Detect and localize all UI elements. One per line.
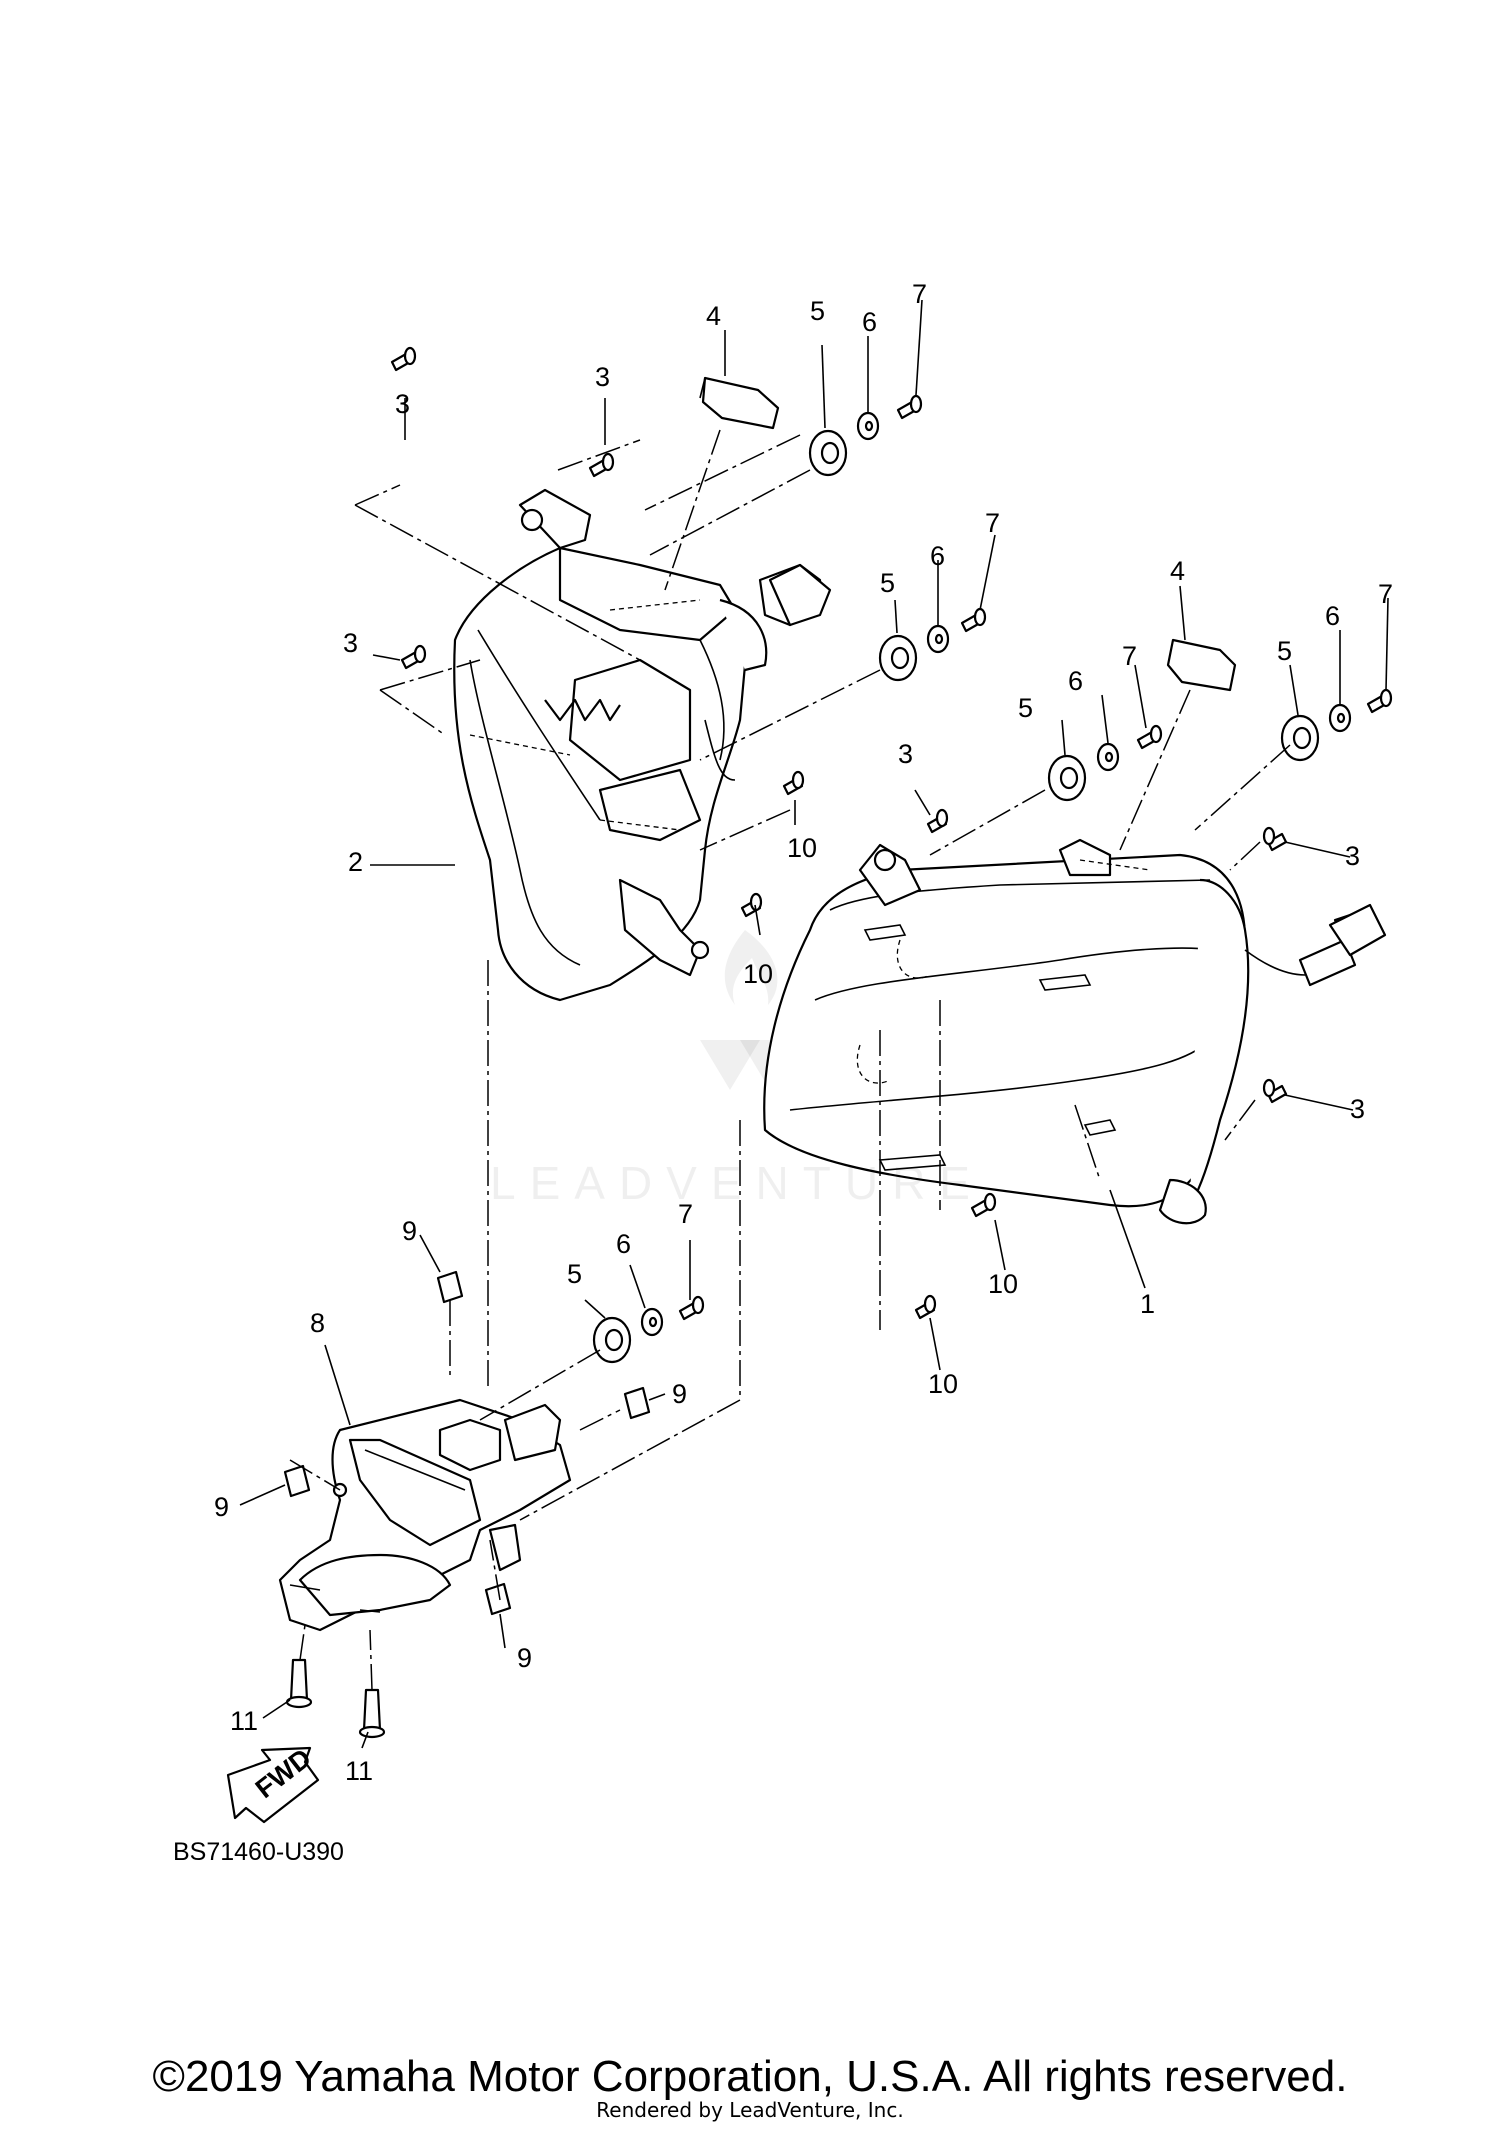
callout-9: 9 <box>214 1492 229 1522</box>
callout-6: 6 <box>616 1229 631 1259</box>
pad-upper <box>701 376 780 430</box>
assembly-lines <box>289 429 1291 1691</box>
callout-6: 6 <box>1068 666 1083 696</box>
left-connector <box>768 563 832 627</box>
callout-6: 6 <box>930 541 945 571</box>
callout-leaders <box>239 299 1389 1749</box>
callout-5: 5 <box>1018 693 1033 723</box>
callout-3: 3 <box>343 628 358 658</box>
callout-3: 3 <box>395 389 410 419</box>
grommets <box>592 429 1320 1364</box>
callout-3: 3 <box>1350 1094 1365 1124</box>
callout-5: 5 <box>810 296 825 326</box>
right-headlight-housing <box>763 838 1377 1225</box>
callout-5: 5 <box>567 1259 582 1289</box>
callout-11: 11 <box>345 1756 373 1786</box>
callout-10: 10 <box>988 1269 1018 1299</box>
callout-9: 9 <box>402 1216 417 1246</box>
callout-4: 4 <box>1170 556 1185 586</box>
callout-10: 10 <box>743 959 773 989</box>
callout-7: 7 <box>1122 641 1137 671</box>
callout-3: 3 <box>595 362 610 392</box>
callout-3: 3 <box>898 739 913 769</box>
diagram-code: BS71460-U390 <box>173 1838 344 1866</box>
callout-10: 10 <box>787 833 817 863</box>
copyright-notice: ©2019 Yamaha Motor Corporation, U.S.A. A… <box>152 2052 1348 2101</box>
callout-4: 4 <box>706 301 721 331</box>
screws <box>390 346 1393 1321</box>
callout-7: 7 <box>912 279 927 309</box>
callout-7: 7 <box>678 1199 693 1229</box>
watermark-text: LEADVENTURE <box>490 1157 984 1209</box>
right-connector <box>1328 903 1387 957</box>
callout-1: 1 <box>1140 1289 1155 1319</box>
callout-9: 9 <box>517 1643 532 1673</box>
left-headlight-housing <box>453 488 822 1002</box>
callout-10: 10 <box>928 1369 958 1399</box>
callout-6: 6 <box>1325 601 1340 631</box>
callout-3: 3 <box>1345 841 1360 871</box>
rendered-by-notice: Rendered by LeadVenture, Inc. <box>596 2098 904 2122</box>
fwd-arrow-icon: FWD <box>226 1743 320 1824</box>
callout-7: 7 <box>1378 579 1393 609</box>
pad-right <box>1166 638 1237 692</box>
callout-11: 11 <box>230 1706 258 1736</box>
callout-7: 7 <box>985 508 1000 538</box>
callouts: 1 2 3 3 3 3 3 3 4 4 5 5 5 5 5 6 6 6 6 6 … <box>214 279 1393 1786</box>
callout-2: 2 <box>348 847 363 877</box>
lower-bracket-cover <box>278 1398 572 1632</box>
callout-5: 5 <box>1277 636 1292 666</box>
callout-8: 8 <box>310 1308 325 1338</box>
washers <box>640 411 1352 1337</box>
callout-6: 6 <box>862 307 877 337</box>
clip-nuts <box>283 1270 651 1616</box>
rivets <box>285 1658 386 1739</box>
callout-5: 5 <box>880 568 895 598</box>
callout-9: 9 <box>672 1379 687 1409</box>
